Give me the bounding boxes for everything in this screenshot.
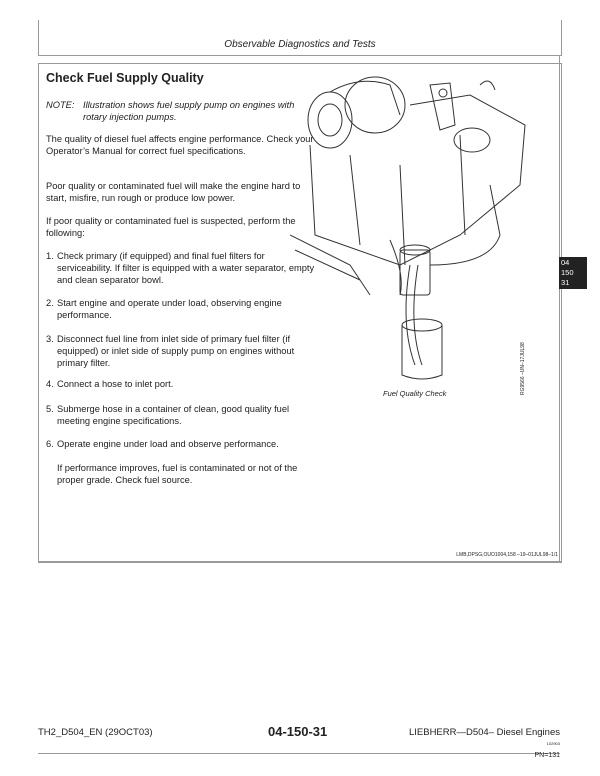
step-item: 5.Submerge hose in a container of clean,… (46, 403, 316, 427)
step-text: Connect a hose to inlet port. (57, 379, 174, 389)
step-text: Start engine and operate under load, obs… (57, 298, 282, 320)
step-number: 6. (46, 439, 54, 449)
step-item: 4.Connect a hose to inlet port. (46, 378, 316, 390)
paragraph: If poor quality or contaminated fuel is … (46, 216, 296, 238)
article-title: Check Fuel Supply Quality (46, 71, 204, 85)
step-number: 1. (46, 251, 54, 261)
document-reference: LMB,DPSG,OUO1004,158 –19–01JUL98–1/1 (456, 552, 558, 558)
step-text: Submerge hose in a container of clean, g… (57, 404, 290, 426)
note-label: NOTE: (46, 100, 75, 110)
footer-code: 102903 (546, 741, 560, 746)
closing-text: If performance improves, fuel is contami… (46, 462, 316, 486)
header-box: Observable Diagnostics and Tests (38, 20, 562, 56)
step-number: 4. (46, 379, 54, 389)
step-number: 5. (46, 404, 54, 414)
section-header: Observable Diagnostics and Tests (224, 39, 376, 50)
tab-group: 04 (561, 258, 570, 267)
step-item: 3.Disconnect fuel line from inlet side o… (46, 333, 316, 369)
margin-line (559, 55, 560, 561)
step-item: 1.Check primary (if equipped) and final … (46, 250, 316, 286)
footer-pn: PN=131 (534, 752, 561, 759)
step-text: Operate engine under load and observe pe… (57, 439, 279, 449)
content-box (38, 63, 562, 563)
step-item: 2.Start engine and operate under load, o… (46, 297, 316, 321)
closing-paragraph: If performance improves, fuel is contami… (57, 463, 298, 485)
footer-page-number: 04-150-31 (268, 724, 328, 739)
section-tab: 04 150 31 (559, 257, 587, 289)
note-text: Illustration shows fuel supply pump on e… (83, 100, 295, 122)
step-number: 3. (46, 334, 54, 344)
figure-id: RG9566 –UN–17JUL98 (520, 342, 526, 395)
paragraph: The quality of diesel fuel affects engin… (46, 134, 314, 156)
engine-illustration (290, 76, 526, 380)
footer-rule (38, 753, 560, 754)
footer-doc-id: TH2_D504_EN (29OCT03) (38, 727, 153, 738)
tab-page: 31 (561, 278, 570, 287)
figure-caption: Fuel Quality Check (383, 389, 447, 398)
tab-section: 150 (561, 268, 574, 277)
note: NOTE: Illustration shows fuel supply pum… (46, 99, 316, 123)
step-number: 2. (46, 298, 54, 308)
footer-title: LIEBHERR—D504– Diesel Engines (408, 727, 560, 738)
step-text: Check primary (if equipped) and final fu… (57, 251, 315, 285)
step-text: Disconnect fuel line from inlet side of … (57, 334, 295, 368)
paragraph: Poor quality or contaminated fuel will m… (46, 181, 301, 203)
step-item: 6.Operate engine under load and observe … (46, 438, 316, 450)
